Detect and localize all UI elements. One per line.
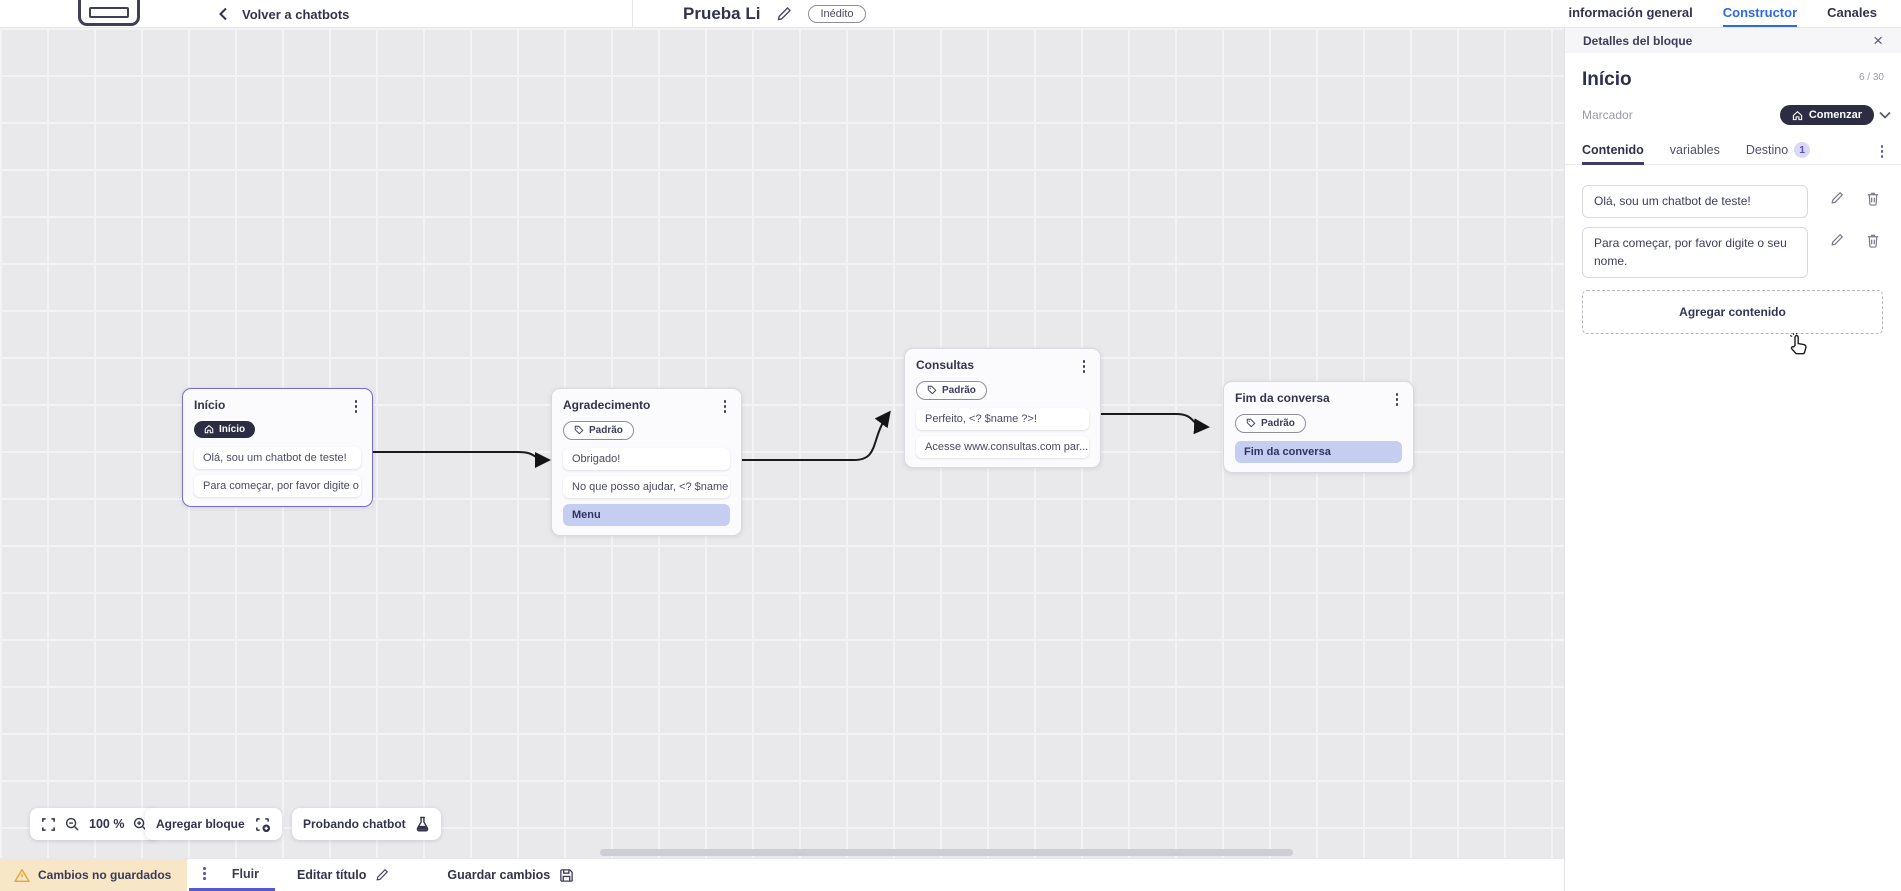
message-row[interactable]: Acesse www.consultas.com par... [916,436,1089,458]
flow-tab-fluir[interactable]: Fluir [189,859,275,891]
panel-title: Detalles del bloque [1583,33,1693,48]
flow-block-inicio[interactable]: Início Início Olá, sou um chatbot de tes… [182,388,373,507]
header-tabs: información general Constructor Canales [1568,0,1877,27]
test-chatbot-button[interactable]: Probando chatbot [292,808,441,840]
block-name: Início [1582,69,1632,90]
block-menu-icon[interactable] [1079,358,1090,375]
menu-row[interactable]: Menu [563,504,730,526]
type-badge: Padrão [563,420,634,440]
tab-variables[interactable]: variables [1669,143,1720,157]
content-text-box[interactable]: Olá, sou um chatbot de teste! [1582,185,1808,218]
draft-status-badge: Inédito [808,5,866,23]
add-content-button[interactable]: Agregar contenido [1582,289,1883,334]
unsaved-changes-badge: Cambios no guardados [0,859,188,891]
back-to-chatbots-link[interactable]: Volver a chatbots [242,6,350,22]
tab-contenido[interactable]: Contenido [1582,139,1644,165]
message-row[interactable]: Obrigado! [563,448,730,470]
flows-bar: Cambios no guardados Fluir Editar título… [0,858,1564,891]
tab-constructor[interactable]: Constructor [1722,0,1798,27]
message-row[interactable]: Olá, sou um chatbot de teste! [194,447,361,469]
menu-row[interactable]: Fim da conversa [1235,441,1402,463]
type-badge: Padrão [916,380,987,400]
warning-icon [14,868,30,883]
message-row[interactable]: Perfeito, <? $name ?>! [916,408,1089,430]
edit-content-pencil-icon[interactable] [1830,191,1844,206]
pencil-icon [375,868,389,882]
save-changes-button[interactable]: Guardar cambios [433,859,588,891]
chatbot-title: Prueba Li [683,4,761,23]
flow-tab-menu-icon[interactable] [199,865,210,882]
zoom-level: 100 % [89,817,125,831]
tag-icon [1246,418,1256,428]
edit-title-pencil-icon[interactable] [776,6,792,22]
block-menu-icon[interactable] [720,398,731,415]
block-menu-icon[interactable] [351,398,362,415]
block-title: Agradecimento [563,398,651,412]
add-block-button[interactable]: Agregar bloque [145,808,282,840]
content-item: Para começar, por favor digite o seu nom… [1582,226,1884,278]
tab-informacion-general[interactable]: información general [1568,4,1693,20]
content-text-box[interactable]: Para começar, por favor digite o seu nom… [1582,226,1808,278]
char-counter: 6 / 30 [1858,72,1884,83]
home-icon [204,424,214,434]
block-title: Consultas [916,358,975,372]
edit-title-button[interactable]: Editar título [283,859,403,891]
destino-count-badge: 1 [1794,142,1811,158]
add-block-icon [254,816,271,833]
start-badge: Início [194,420,256,438]
zoom-out-icon[interactable] [65,817,80,832]
panel-tabs-menu-icon[interactable] [1877,143,1888,160]
marker-value-button[interactable]: Comenzar [1779,105,1874,125]
block-details-panel: Detalles del bloque × Início 6 / 30 Marc… [1564,28,1901,891]
tab-canales[interactable]: Canales [1827,4,1877,20]
zoom-controls: 100 % [30,808,160,840]
fullscreen-icon[interactable] [41,817,56,832]
edit-content-pencil-icon[interactable] [1830,233,1844,248]
delete-content-trash-icon[interactable] [1866,191,1880,206]
message-row[interactable]: No que posso ajudar, <? $name ... [563,476,730,498]
block-title: Fim da conversa [1235,391,1330,405]
block-title: Início [194,398,226,412]
close-icon[interactable]: × [1873,31,1883,50]
flow-block-consultas[interactable]: Consultas Padrão Perfeito, <? $name ?>! … [904,348,1101,468]
tag-icon [574,425,584,435]
canvas-horizontal-scrollbar[interactable] [600,849,1293,856]
delete-content-trash-icon[interactable] [1866,233,1880,248]
panel-tabs: Contenido variables Destino 1 [1565,139,1901,165]
tab-destino[interactable]: Destino 1 [1746,139,1811,165]
type-badge: Padrão [1235,413,1306,433]
flow-block-fim[interactable]: Fim da conversa Padrão Fim da conversa [1223,381,1414,473]
home-icon [1792,110,1803,121]
message-row[interactable]: Para começar, por favor digite o ... [194,475,361,497]
header-divider [632,0,633,27]
back-chevron-icon[interactable] [218,7,228,21]
top-header: Volver a chatbots Prueba Li Inédito info… [0,0,1901,28]
content-item: Olá, sou um chatbot de teste! [1582,185,1884,218]
app-logo [78,0,140,26]
flask-icon [415,816,430,832]
save-icon [559,868,574,883]
chevron-down-icon[interactable] [1878,110,1892,120]
block-menu-icon[interactable] [1392,391,1403,408]
tag-icon [927,385,937,395]
marker-label: Marcador [1582,108,1633,122]
flow-block-agradecimento[interactable]: Agradecimento Padrão Obrigado! No que po… [551,388,742,536]
